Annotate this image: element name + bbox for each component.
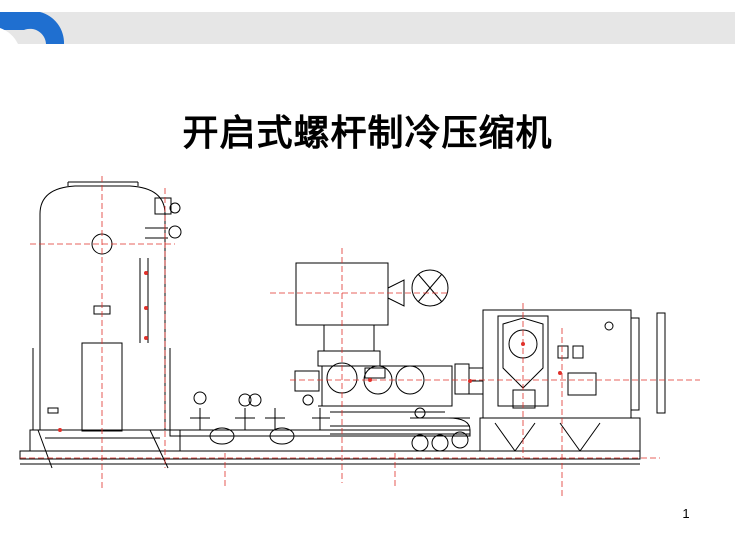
center-lines [20,176,700,498]
dimension-markers [58,271,562,432]
oil-separator [32,181,171,469]
top-fittings [145,197,182,239]
header-band [0,12,735,44]
header-arc-logo-icon [0,12,65,44]
page-number: 1 [682,506,690,521]
valve-manifold [169,391,471,452]
compressor-unit-drawing [19,176,700,498]
electric-motor [482,309,666,419]
header-bar [0,12,735,44]
slide-title: 开启式螺杆制冷压缩机 [182,113,553,154]
screw-compressor [294,262,470,413]
base-frame [19,417,641,465]
